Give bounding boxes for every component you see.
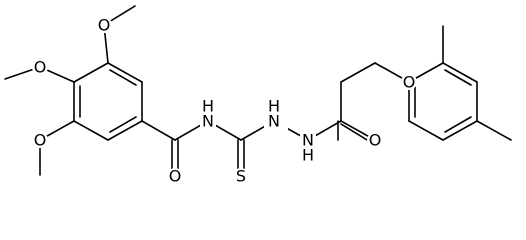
oxygen-methoxy-bottom: O	[34, 131, 47, 150]
hydrazine-nitrogen-1: N	[268, 112, 280, 131]
benzoyl-carbonyl-oxygen: O	[169, 167, 182, 186]
label-mask	[167, 168, 183, 184]
structure-canvas: O O O H N O S H N N H O O	[4, 5, 512, 186]
aromatic-bond	[444, 116, 472, 133]
methoxy-groups	[4, 5, 136, 176]
oxygen-methoxy-mid: O	[34, 58, 47, 77]
label-mask	[96, 17, 112, 33]
bond	[73, 120, 109, 141]
hydrazine-nitrogen-2: N	[302, 131, 314, 150]
thiocarbonyl-sulfur: S	[236, 167, 246, 186]
label-mask	[32, 132, 48, 148]
aromatic-bond	[109, 116, 137, 133]
amide-nitrogen: N	[202, 112, 214, 131]
bond	[442, 62, 478, 83]
label-mask	[401, 74, 417, 90]
benzoyl-amide	[141, 120, 242, 176]
label-mask	[200, 98, 216, 130]
aryl-ether-oxygen: O	[403, 73, 416, 92]
aromatic-bond	[109, 69, 137, 86]
molecule-drawing: O O O H N O S H N N H O O	[4, 5, 512, 186]
oxygen-methoxy-top: O	[98, 16, 111, 35]
methyl-bond	[476, 120, 512, 141]
bond	[141, 120, 176, 141]
label-mask	[32, 59, 48, 75]
aromatic-bond	[444, 69, 472, 86]
bond	[73, 62, 109, 83]
bond	[340, 62, 376, 83]
trimethoxyphenyl-ring	[73, 62, 143, 141]
label-mask	[300, 130, 316, 162]
acyl-carbonyl-oxygen: O	[369, 131, 382, 150]
carbonyl-bond	[340, 123, 373, 144]
label-mask	[233, 168, 249, 184]
hydrazine-hydrogen-1: H	[268, 97, 280, 116]
atom-labels: O O O H N O S H N N H O O	[32, 16, 417, 186]
hydrazine-hydrogen-2: H	[302, 146, 314, 165]
bond	[408, 120, 444, 141]
bond	[107, 62, 143, 83]
bond	[442, 120, 478, 141]
acyl-hydrazide	[307, 62, 410, 144]
bond	[107, 120, 143, 141]
dimethylphenyl-ring	[408, 25, 512, 141]
label-mask	[264, 98, 288, 130]
amide-hydrogen: H	[202, 97, 214, 116]
label-mask	[367, 132, 383, 148]
